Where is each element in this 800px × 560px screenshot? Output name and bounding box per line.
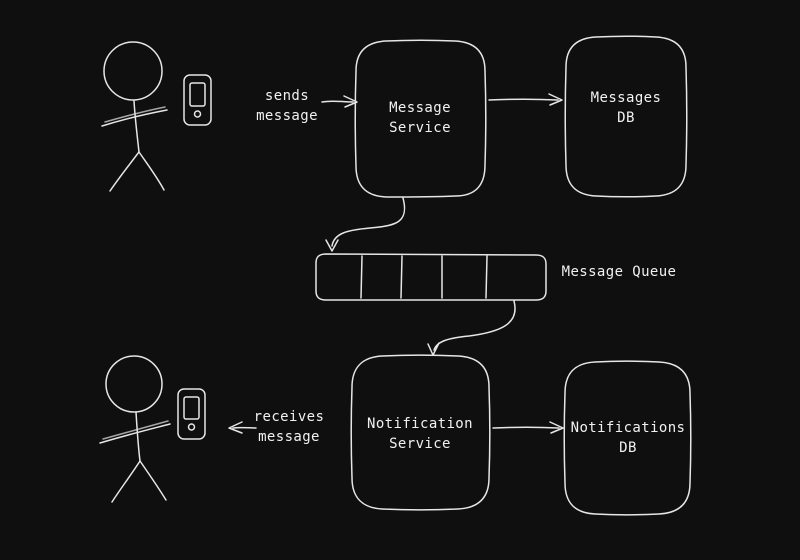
arrow-line (488, 98, 559, 101)
sender-phone-outline (183, 74, 212, 126)
sender-arm-2 (104, 106, 166, 123)
receiver-leg-left (111, 460, 141, 503)
notification-service-box (350, 354, 491, 511)
queue-divider (360, 255, 363, 299)
sender-arm (101, 109, 168, 127)
message-queue-box (315, 253, 547, 301)
message-queue-node (315, 253, 547, 301)
queue-divider (400, 255, 403, 299)
notification-service-to-notifications-db-arrow (492, 421, 564, 434)
sender-phone-button (193, 110, 202, 118)
sender-phone-screen (189, 82, 206, 107)
sender-head (103, 41, 163, 101)
messages-db-node (564, 35, 688, 198)
message-service-node (354, 39, 487, 198)
arrowhead-down (325, 239, 339, 252)
receives-message-label: receives message (253, 409, 325, 445)
arrow-line (492, 426, 560, 429)
sender-phone-icon (183, 74, 212, 126)
arrow-line (321, 100, 354, 103)
message-service-to-queue-arrow (325, 197, 406, 252)
sends-message-arrow (321, 95, 358, 108)
receiver-arm-2 (102, 420, 169, 440)
notification-service-label: Notification Service (367, 416, 473, 452)
message-queue-label: Message Queue (561, 264, 677, 280)
messages-db-box (564, 35, 688, 198)
arrowhead-right (343, 95, 358, 108)
receiver-phone-icon (177, 388, 206, 440)
receives-message-arrow (228, 421, 257, 434)
receiver-arm (99, 423, 171, 444)
receiver-phone-screen (183, 396, 200, 420)
queue-to-notification-service-arrow (427, 300, 516, 356)
sender-person-icon (101, 41, 168, 192)
receiver-head (105, 355, 163, 413)
sender-leg-right (138, 151, 165, 191)
receiver-phone-outline (177, 388, 206, 440)
queue-divider (485, 255, 488, 299)
message-service-box (354, 39, 487, 198)
receiver-person-icon (99, 355, 171, 503)
receiver-phone-button (187, 423, 196, 431)
receiver-body (135, 411, 141, 462)
sender-leg-left (109, 151, 140, 192)
sender-body (133, 100, 140, 153)
arrowhead-left (228, 421, 243, 434)
message-service-to-messages-db-arrow (488, 93, 563, 106)
arrowhead-down (427, 342, 440, 356)
receiver-leg-right (139, 460, 167, 501)
notifications-db-label: Notifications DB (570, 420, 686, 456)
arrowhead-right (549, 421, 564, 434)
notification-service-node (350, 354, 491, 511)
arrowhead-right (548, 93, 563, 106)
notifications-db-box (563, 360, 692, 516)
arrow-curve (331, 197, 406, 247)
messages-db-label: Messages DB (590, 90, 662, 126)
notifications-db-node (563, 360, 692, 516)
arrow-curve (433, 300, 516, 351)
message-service-label: Message Service (389, 100, 451, 136)
sends-message-label: sends message (256, 88, 318, 124)
